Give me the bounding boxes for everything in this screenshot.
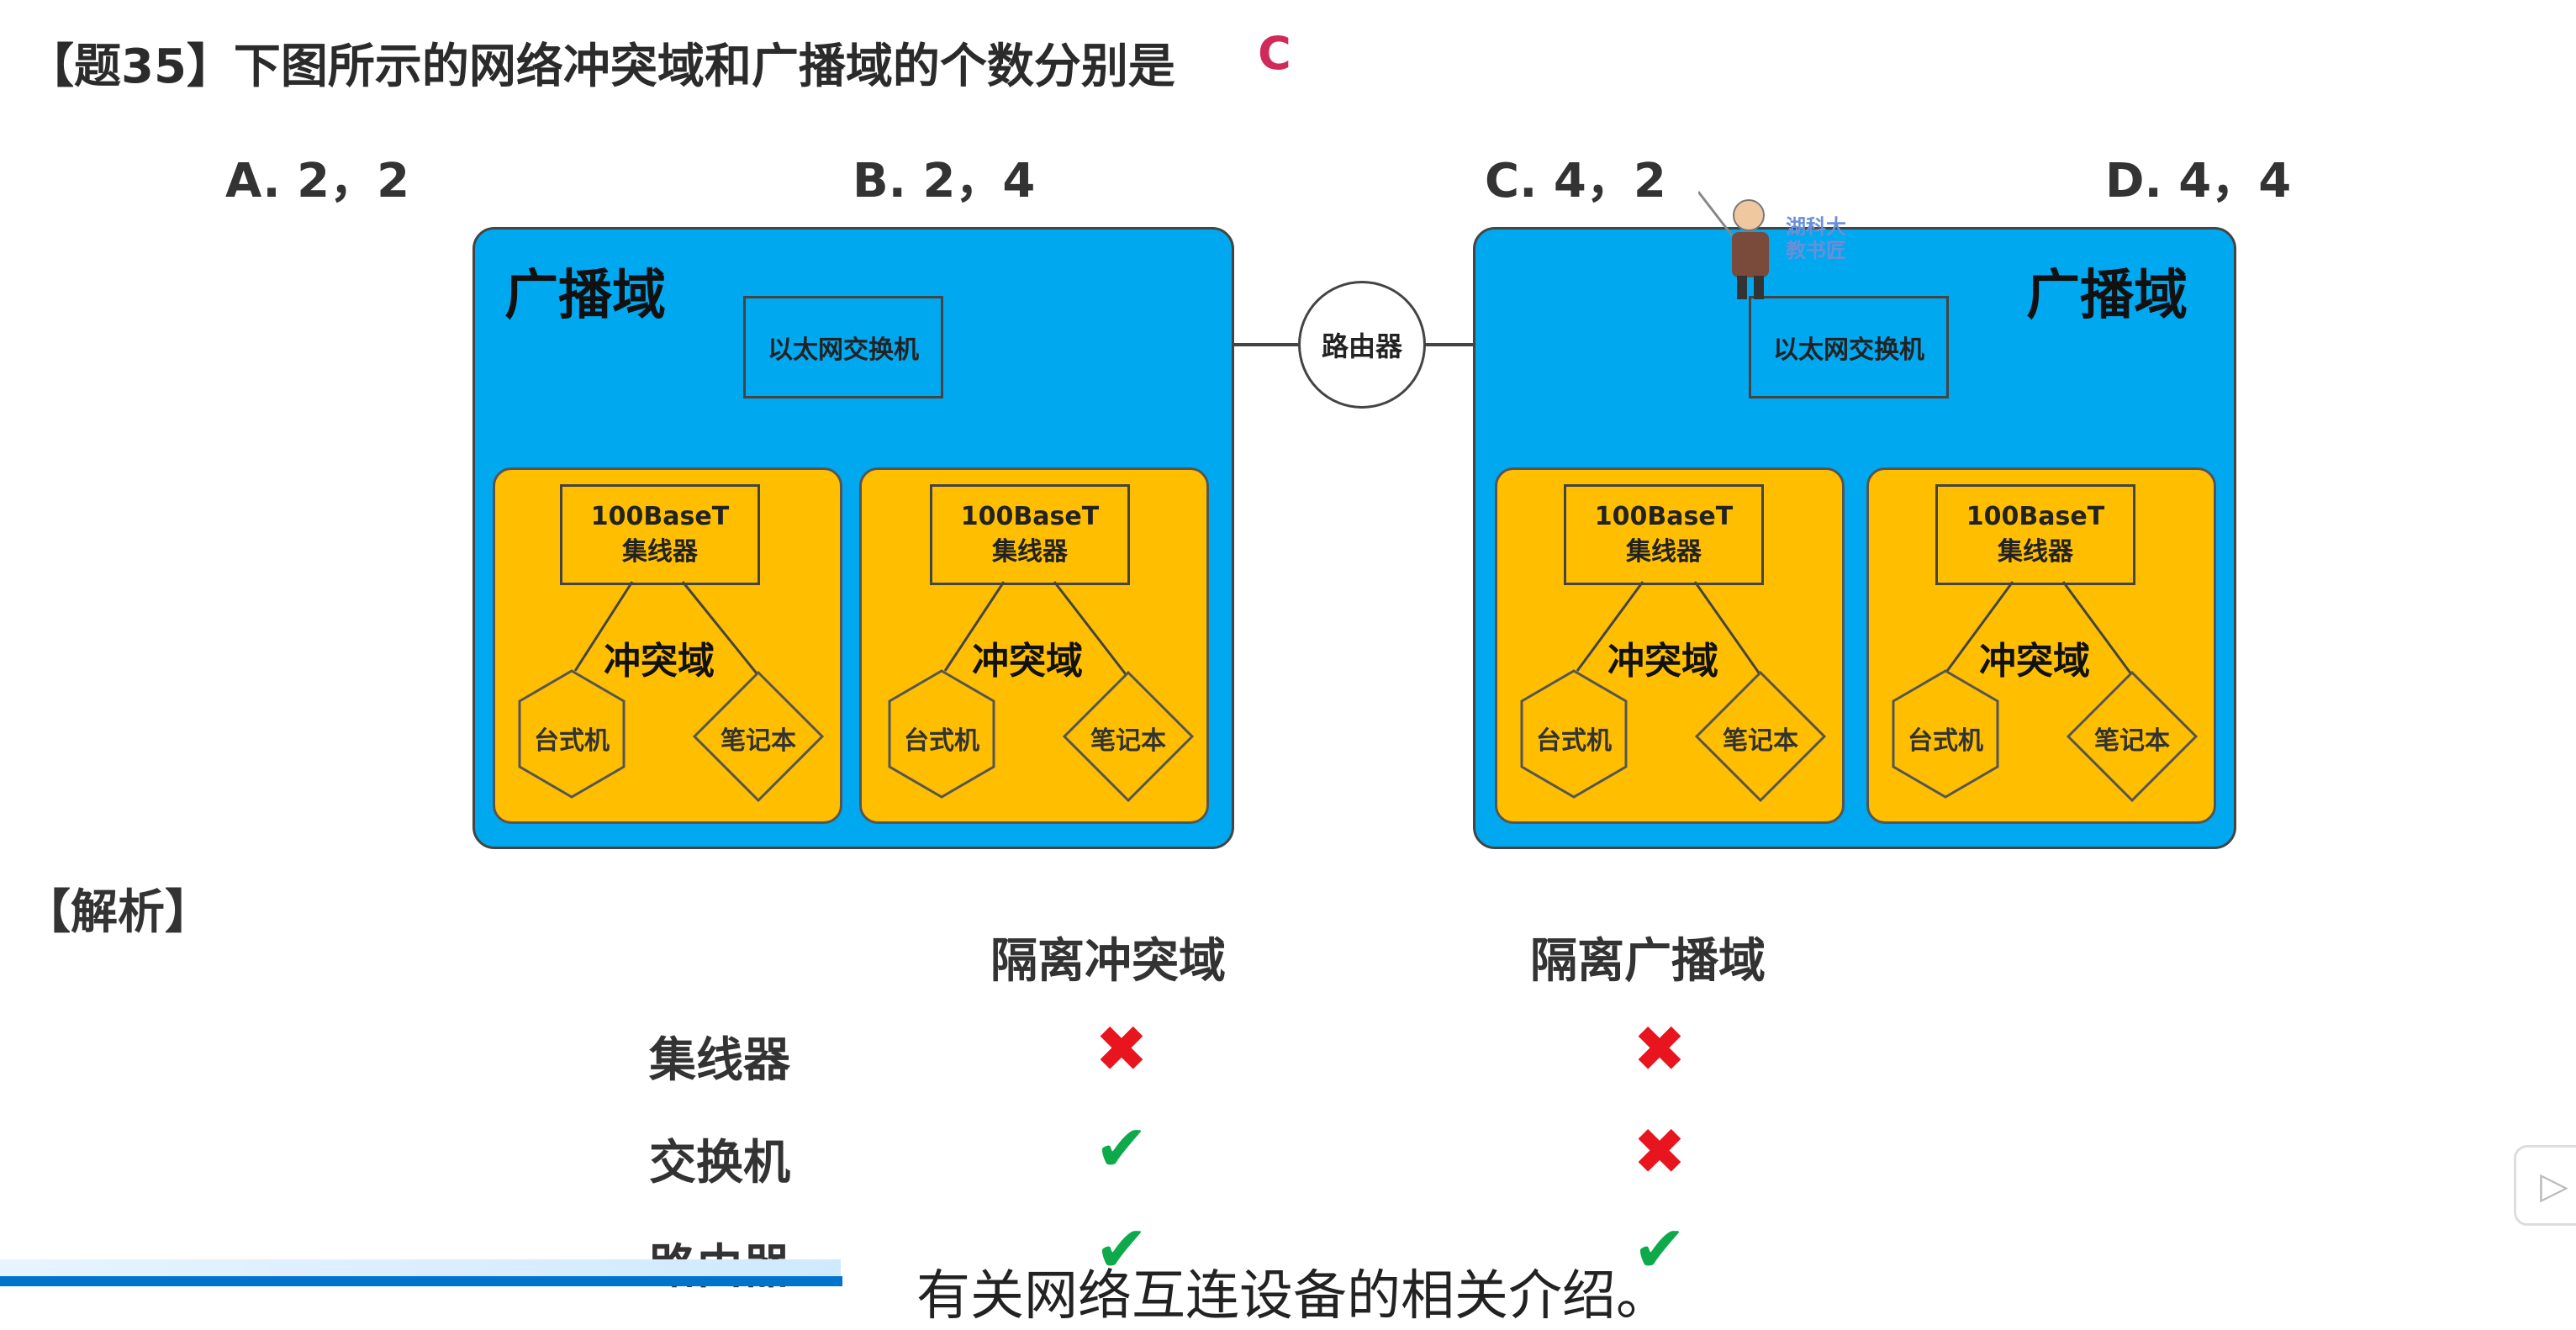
cross-icon: ✖: [1633, 1114, 1687, 1189]
desktop-shape: [1520, 669, 1628, 799]
option-a: A. 2，2: [225, 154, 410, 208]
check-icon: ✔: [1633, 1211, 1687, 1286]
collision-label-1: 冲突域: [604, 640, 715, 683]
desktop-label-4: 台式机: [1908, 726, 1983, 756]
row-label-switch: 交换机: [649, 1136, 790, 1190]
hub-label: 集线器: [1626, 537, 1702, 567]
play-button[interactable]: ▷: [2514, 1145, 2576, 1226]
option-d: D. 4，4: [2105, 154, 2292, 208]
play-icon: ▷: [2540, 1164, 2568, 1207]
laptop-shape: [2066, 670, 2199, 803]
cross-icon: ✖: [1633, 1011, 1687, 1086]
broadcast-label-right: 广播域: [2026, 265, 2188, 327]
router: 路由器: [1298, 281, 1426, 409]
row-label-hub: 集线器: [649, 1033, 790, 1088]
option-b: B. 2，4: [853, 154, 1036, 208]
video-progress-track[interactable]: [0, 1259, 841, 1276]
laptop-label-4: 笔记本: [2094, 726, 2170, 756]
switch-label: 以太网交换机: [1773, 335, 1924, 365]
teacher-icon: [1697, 191, 1769, 299]
laptop-shape: [692, 670, 825, 803]
hub-2: 100BaseT 集线器: [930, 484, 1130, 585]
hub-label: 集线器: [992, 537, 1068, 567]
video-subtitle: 有关网络互连设备的相关介绍。: [916, 1265, 1670, 1327]
answer-mark: C: [1258, 27, 1291, 80]
hub-1: 100BaseT 集线器: [560, 484, 760, 585]
hub-model: 100BaseT: [960, 502, 1100, 531]
desktop-shape: [888, 669, 995, 799]
router-label: 路由器: [1321, 330, 1402, 362]
desktop-shape: [518, 669, 626, 799]
laptop-label-3: 笔记本: [1723, 726, 1798, 756]
analysis-title: 【解析】: [24, 885, 212, 940]
hub-3: 100BaseT 集线器: [1564, 484, 1764, 585]
check-icon: ✔: [1095, 1211, 1148, 1286]
ethernet-switch-right: 以太网交换机: [1749, 296, 1949, 398]
cross-icon: ✖: [1095, 1011, 1148, 1086]
laptop-label-2: 笔记本: [1090, 726, 1166, 756]
switch-label: 以太网交换机: [768, 335, 919, 365]
hub-4: 100BaseT 集线器: [1935, 484, 2135, 585]
hub-model: 100BaseT: [590, 502, 730, 531]
mascot-line2: 教书匠: [1786, 239, 1846, 262]
desktop-label-2: 台式机: [904, 726, 979, 756]
collision-label-3: 冲突域: [1607, 640, 1718, 683]
collision-label-2: 冲突域: [972, 640, 1083, 683]
desktop-label-3: 台式机: [1536, 726, 1612, 756]
broadcast-label-left: 广播域: [504, 265, 666, 327]
question-title: 【题35】下图所示的网络冲突域和广播域的个数分别是: [27, 40, 1175, 94]
option-c: C. 4，2: [1485, 154, 1666, 208]
laptop-label-1: 笔记本: [721, 726, 796, 756]
hub-model: 100BaseT: [1966, 502, 2105, 531]
collision-label-4: 冲突域: [1979, 640, 2090, 683]
col-header-broadcast: 隔离广播域: [1530, 934, 1766, 989]
mascot-line1: 湖科大: [1786, 215, 1846, 239]
mascot: 湖科大 教书匠: [1697, 185, 1866, 303]
laptop-shape: [1062, 670, 1195, 803]
hub-label: 集线器: [622, 537, 698, 567]
hub-model: 100BaseT: [1594, 502, 1734, 531]
hub-label: 集线器: [1998, 537, 2073, 567]
check-icon: ✔: [1095, 1111, 1148, 1185]
video-progress-bar[interactable]: [0, 1276, 842, 1286]
ethernet-switch-left: 以太网交换机: [743, 296, 943, 398]
col-header-collision: 隔离冲突域: [990, 934, 1226, 989]
desktop-label-1: 台式机: [534, 726, 610, 756]
laptop-shape: [1694, 670, 1827, 803]
desktop-shape: [1892, 669, 1999, 799]
